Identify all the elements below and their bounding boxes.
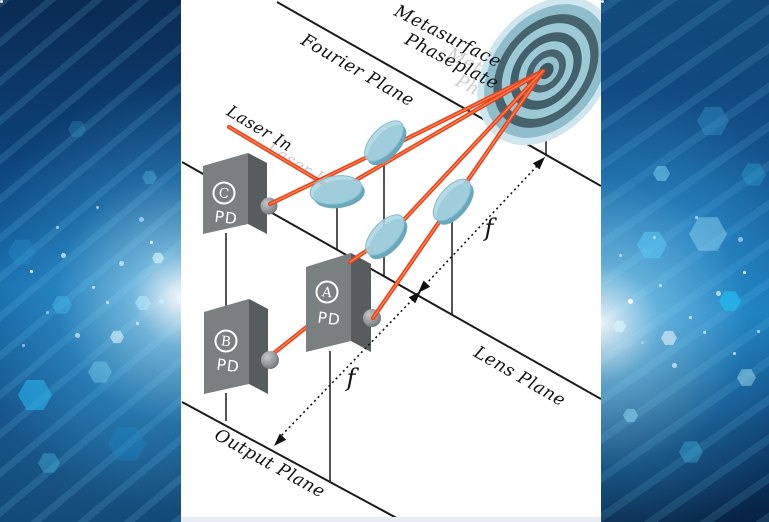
photodetector-b: B PD — [204, 299, 279, 394]
bokeh-hexagon — [661, 330, 677, 346]
bokeh-hexagon — [152, 252, 164, 264]
background-left — [0, 0, 181, 522]
lens-upper-middle — [364, 120, 407, 166]
bokeh-hexagon — [637, 231, 667, 259]
detector-label: PD — [213, 208, 238, 229]
detector-letter: C — [218, 185, 230, 202]
light-particles-right — [601, 0, 604, 3]
optical-setup-figure: Metasurface Phaseplate Laser In — [181, 0, 601, 522]
arrowhead-up-right — [408, 291, 421, 304]
detector-letter-badge: B — [214, 329, 238, 353]
bokeh-hexagon — [18, 380, 52, 410]
bokeh-hexagon — [52, 296, 72, 314]
bokeh-hexagon — [68, 121, 86, 137]
arrowhead-up-right — [532, 157, 545, 170]
bokeh-hexagon — [679, 441, 703, 463]
detector-side-face — [249, 299, 268, 394]
detector-side-face — [248, 153, 267, 234]
bokeh-hexagon — [88, 361, 112, 383]
bokeh-hexagon — [110, 330, 124, 344]
arrowhead-down-left — [418, 280, 431, 293]
detector-letter-badge: A — [315, 280, 339, 304]
arrowhead-down-left — [274, 433, 287, 446]
detector-letter: A — [320, 284, 333, 301]
bokeh-hexagon — [737, 369, 756, 386]
laser-beam-lens3-to-metasurface — [382, 68, 546, 243]
label-output-plane: Output Plane — [211, 425, 328, 502]
laser-beam-pdb — [266, 319, 316, 360]
detector-front-face — [204, 299, 249, 394]
focal-arrow-upper — [418, 157, 545, 293]
light-particles-left — [0, 0, 3, 3]
label-focal-lower: f — [345, 364, 360, 392]
bokeh-hexagon — [142, 170, 157, 185]
lens-right — [432, 178, 474, 225]
bokeh-hexagon — [741, 163, 766, 186]
detector-label: PD — [316, 309, 341, 330]
bokeh-hexagon — [689, 217, 727, 251]
panel-bottom-strip — [181, 517, 601, 522]
laser-beam-splitter-to-metasurface — [336, 68, 546, 193]
detector-front-face — [203, 153, 248, 234]
bokeh-hexagon — [8, 239, 36, 265]
detector-aperture — [261, 351, 279, 369]
lens-lower-middle — [365, 214, 408, 260]
bokeh-hexagon — [108, 427, 146, 461]
detector-label: PD — [215, 356, 240, 377]
background-right — [601, 0, 769, 522]
bokeh-hexagon — [653, 166, 670, 181]
bokeh-hexagon — [623, 408, 638, 423]
lens-beam-splitter — [309, 175, 365, 209]
bokeh-hexagon — [719, 291, 741, 311]
label-focal-upper: f — [483, 214, 498, 242]
output-plane-line — [181, 401, 405, 522]
photodetector-a: A PD — [306, 253, 381, 352]
bokeh-hexagon — [135, 295, 151, 311]
laser-beam-pdc-to-lens — [267, 146, 387, 207]
bokeh-hexagon — [697, 106, 729, 136]
bokeh-hexagon — [38, 453, 60, 473]
focal-arrow-lower — [274, 291, 421, 446]
detector-side-face — [351, 253, 371, 352]
detector-letter: B — [220, 333, 232, 350]
photodetector-c: C PD — [203, 153, 278, 234]
bokeh-hexagon — [613, 320, 626, 333]
detector-letter-badge: C — [212, 181, 236, 205]
fourier-plane-line — [276, 1, 601, 187]
